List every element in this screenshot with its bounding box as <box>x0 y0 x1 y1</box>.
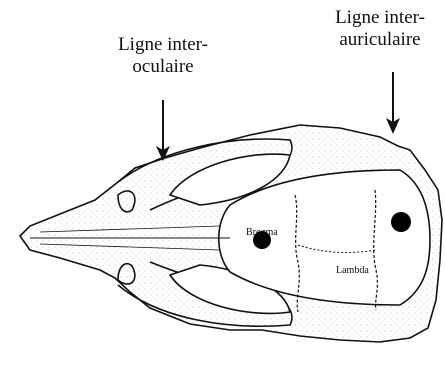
interauricular-point <box>391 212 411 232</box>
skull-outline <box>20 125 442 342</box>
lambda-label: Lambda <box>336 265 369 276</box>
bregma-label: Bregma <box>246 227 278 238</box>
